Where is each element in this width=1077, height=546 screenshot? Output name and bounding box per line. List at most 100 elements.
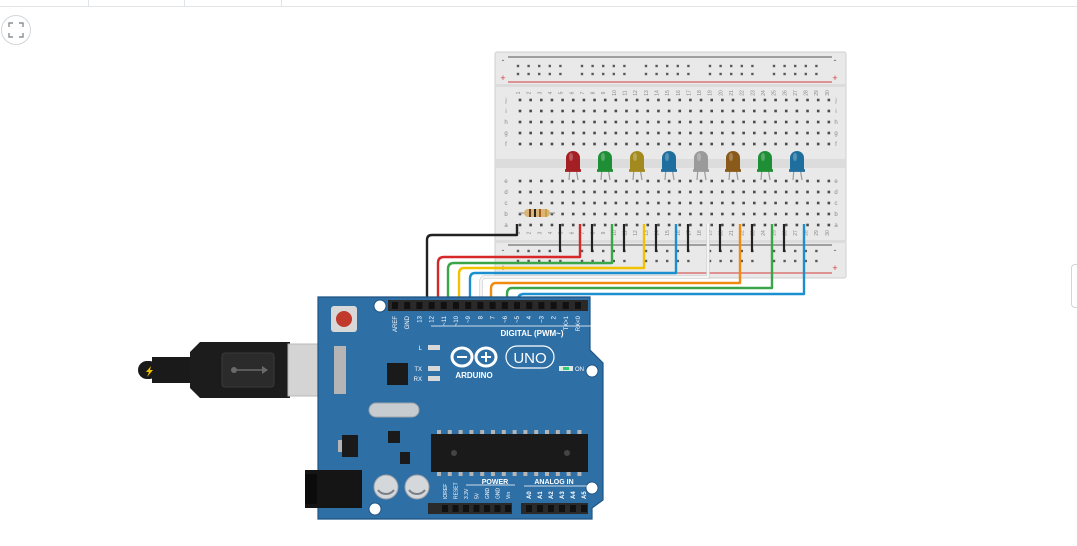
wire-green-2[interactable] [505, 224, 774, 308]
power-pin-socket[interactable] [505, 505, 511, 512]
rail-hole [602, 249, 605, 253]
arduino-wordmark: ARDUINO [455, 371, 492, 380]
digital-pin-socket[interactable] [465, 302, 472, 309]
analog-pin-socket[interactable] [559, 505, 565, 512]
terminal-hole [646, 212, 650, 216]
analog-pin-socket[interactable] [526, 505, 532, 512]
digital-pin-socket[interactable] [550, 302, 557, 309]
rail-hole [644, 72, 648, 76]
wire-orange[interactable] [489, 224, 742, 308]
terminal-hole [827, 131, 831, 135]
terminal-hole [731, 190, 735, 194]
terminal-hole [678, 190, 682, 194]
analog-pin-socket[interactable] [548, 505, 554, 512]
digital-pin-socket[interactable] [404, 302, 411, 309]
led-blue[interactable] [661, 151, 677, 181]
wire-blue[interactable] [468, 224, 678, 308]
led-highlight [569, 153, 573, 161]
digital-pin-socket[interactable] [489, 302, 496, 309]
terminal-hole [721, 201, 724, 205]
rail-sign-minus: - [834, 245, 837, 255]
digital-pin-socket[interactable] [392, 302, 398, 309]
terminal-hole [753, 142, 756, 146]
digital-pin-socket[interactable] [501, 302, 508, 309]
digital-pin-socket[interactable] [575, 302, 581, 309]
chip-pin [523, 472, 528, 476]
column-number: 21 [729, 90, 735, 96]
power-pin-socket[interactable] [442, 505, 448, 512]
chip-pin [491, 430, 495, 434]
rail-hole [602, 259, 605, 263]
terminal-hole [635, 120, 639, 124]
terminal-hole [625, 212, 628, 216]
digital-pin-socket[interactable] [416, 302, 423, 309]
terminal-hole [795, 201, 799, 205]
analog-pin-socket[interactable] [581, 505, 587, 512]
rail-hole [644, 259, 648, 263]
wire-red[interactable] [436, 224, 582, 308]
terminal-hole [774, 179, 777, 183]
usb-strain-relief [152, 357, 192, 383]
on-led-lit [563, 367, 569, 370]
usb-cable[interactable] [138, 342, 348, 398]
led-red[interactable] [565, 151, 581, 181]
fit-to-view-button[interactable] [1, 15, 31, 45]
terminal-hole [699, 201, 703, 205]
digital-pin-socket[interactable] [477, 302, 484, 309]
terminal-hole [603, 212, 607, 216]
power-pin-socket[interactable] [452, 505, 459, 512]
terminal-hole [646, 201, 650, 205]
terminal-hole [603, 190, 607, 194]
digital-pin-socket[interactable] [526, 302, 533, 309]
terminal-hole [582, 201, 586, 205]
led-orange[interactable] [725, 151, 741, 181]
wire-green[interactable] [446, 224, 614, 308]
led-green-2[interactable] [757, 151, 773, 181]
terminal-hole [731, 120, 735, 124]
terminal-hole [550, 98, 554, 102]
wires[interactable] [425, 224, 806, 308]
digital-pin-label: 12 [430, 315, 436, 322]
rail-hole [740, 72, 743, 76]
rail-hole [740, 259, 743, 263]
side-panel-handle[interactable] [1071, 264, 1077, 308]
resistor[interactable] [519, 209, 555, 217]
reset-button[interactable] [336, 311, 352, 327]
chip-pin [534, 430, 539, 434]
digital-pin-socket[interactable] [440, 302, 447, 309]
digital-pin-label: ~9 [466, 315, 472, 323]
power-pin-socket[interactable] [494, 505, 501, 512]
wire-white[interactable] [479, 224, 710, 308]
digital-pin-socket[interactable] [562, 302, 569, 309]
row-letter: b [504, 212, 508, 218]
wire-yellow[interactable] [457, 224, 646, 308]
digital-pin-socket[interactable] [453, 302, 459, 309]
led-white[interactable] [693, 151, 709, 181]
terminal-hole [518, 142, 522, 146]
terminal-hole [550, 190, 554, 194]
terminal-hole [689, 201, 692, 205]
column-number: 5 [559, 231, 565, 234]
power-pin-socket[interactable] [484, 505, 490, 512]
digital-pin-socket[interactable] [514, 302, 520, 309]
rail-hole [644, 249, 648, 253]
terminal-hole [518, 223, 522, 227]
terminal-hole [625, 109, 628, 113]
power-pin-socket[interactable] [463, 505, 469, 512]
rail-hole [751, 72, 754, 76]
row-letter: g [834, 131, 837, 137]
digital-pin-socket[interactable] [428, 302, 435, 309]
analog-pin-socket[interactable] [570, 505, 576, 512]
led-blue-2[interactable] [789, 151, 805, 181]
led-green[interactable] [597, 151, 613, 181]
terminal-hole [816, 201, 820, 205]
row-letter: d [834, 190, 837, 196]
wire-gnd[interactable] [425, 224, 519, 308]
power-pin-socket[interactable] [473, 505, 480, 512]
analog-pin-socket[interactable] [537, 505, 543, 512]
led-yellow[interactable] [629, 151, 645, 181]
digital-pin-socket[interactable] [538, 302, 545, 309]
chip-pin [555, 472, 560, 476]
